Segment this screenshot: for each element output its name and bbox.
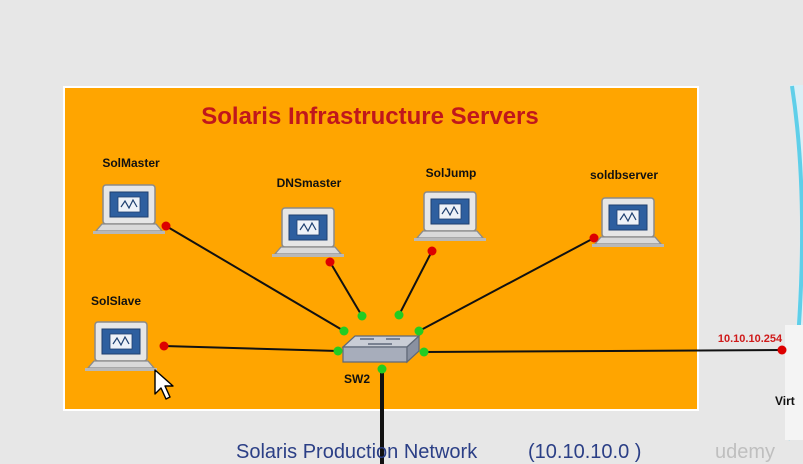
gateway-host-label: Virt <box>775 394 795 408</box>
switch-label: SW2 <box>344 372 370 386</box>
port-down-solmaster <box>161 221 171 231</box>
port-up-sw2-solmaster <box>339 326 349 336</box>
link-dnsmaster-sw2[interactable] <box>329 261 363 317</box>
computer-icon-soljump[interactable] <box>413 191 487 242</box>
group-title: Solaris Infrastructure Servers <box>201 103 539 130</box>
link-solslave-sw2[interactable] <box>163 345 339 352</box>
link-solmaster-sw2[interactable] <box>165 225 345 332</box>
port-down-soldbserver <box>589 233 599 243</box>
port-up-sw2-network <box>377 364 387 374</box>
computer-icon-solmaster[interactable] <box>92 184 166 235</box>
port-indicators <box>159 221 787 374</box>
host-label-solslave: SolSlave <box>91 294 141 308</box>
port-down-soljump <box>427 246 437 256</box>
host-label-dnsmaster: DNSmaster <box>277 176 342 190</box>
network-cidr-label: (10.10.10.0 ) <box>528 441 641 463</box>
port-up-sw2-solslave <box>333 346 343 356</box>
port-down-solslave <box>159 341 169 351</box>
computer-icon-dnsmaster[interactable] <box>271 207 345 258</box>
link-soljump-sw2[interactable] <box>398 250 433 316</box>
port-down-gateway <box>777 345 787 355</box>
watermark-logo: udemy <box>715 441 775 463</box>
link-sw2-gateway[interactable] <box>423 349 783 353</box>
computer-icon-soldbserver[interactable] <box>591 197 665 248</box>
host-label-soldbserver: soldbserver <box>590 168 658 182</box>
port-up-sw2-soldbserver <box>414 326 424 336</box>
network-label: Solaris Production Network <box>236 441 478 463</box>
port-up-sw2-dnsmaster <box>357 311 367 321</box>
gateway-ip-label: 10.10.10.254 <box>718 333 783 345</box>
link-soldbserver-sw2[interactable] <box>418 237 595 332</box>
port-up-sw2-soljump <box>394 310 404 320</box>
port-down-dnsmaster <box>325 257 335 267</box>
switch-icon[interactable] <box>341 334 421 364</box>
gateway-device[interactable] <box>785 325 803 440</box>
mouse-cursor-icon <box>154 369 174 400</box>
host-label-soljump: SolJump <box>426 166 477 180</box>
computer-icon-solslave[interactable] <box>84 321 158 372</box>
port-up-sw2-gateway <box>419 347 429 357</box>
host-label-solmaster: SolMaster <box>102 156 160 170</box>
